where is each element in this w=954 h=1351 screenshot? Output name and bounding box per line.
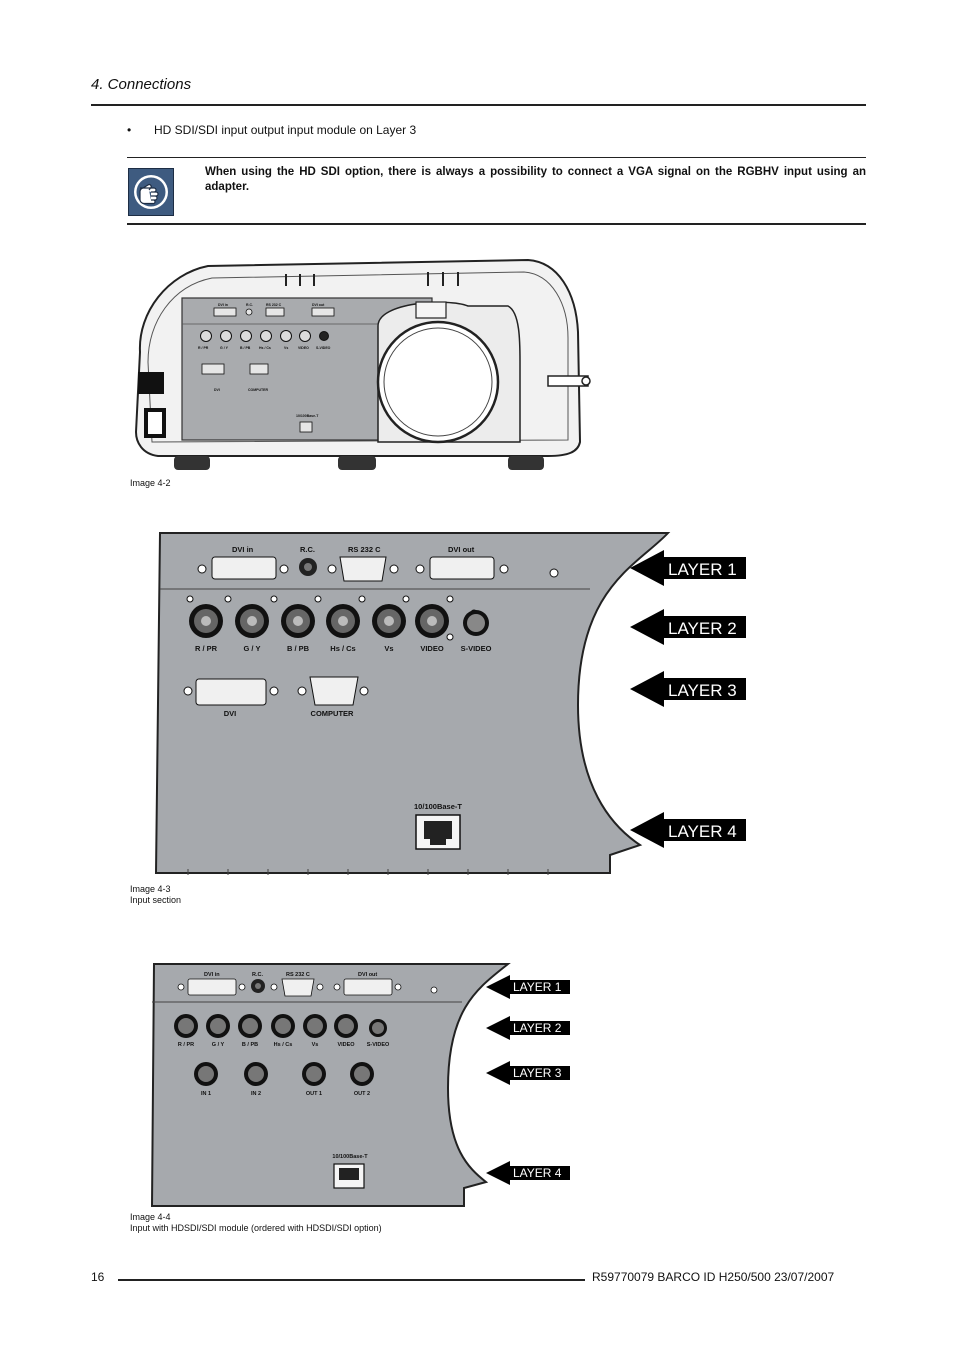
img4-layer-1-label: LAYER 1 bbox=[513, 980, 562, 994]
svideo-port bbox=[463, 610, 489, 636]
img4-video-label: VIDEO bbox=[337, 1042, 355, 1048]
image-4-2-caption: Image 4-2 bbox=[130, 478, 171, 488]
layer-2-arrow: LAYER 2 bbox=[630, 609, 746, 645]
img3-dvi-out-label: DVI out bbox=[448, 545, 475, 554]
img4-layer-2-label: LAYER 2 bbox=[513, 1021, 562, 1035]
image-4-3-number: Image 4-3 bbox=[130, 884, 171, 894]
image-4-4-caption: Image 4-4 Input with HDSDI/SDI module (o… bbox=[130, 1212, 382, 1234]
page-number: 16 bbox=[91, 1270, 105, 1284]
img2-bpb-label: B / PB bbox=[240, 346, 251, 350]
img2-rpr-label: R / PR bbox=[198, 346, 209, 350]
chapter-title: 4. Connections bbox=[91, 76, 192, 93]
image-4-4-number: Image 4-4 bbox=[130, 1212, 171, 1222]
img4-vs-label: Vs bbox=[312, 1042, 319, 1048]
img3-vs-label: Vs bbox=[384, 644, 393, 653]
img3-rpr-label: R / PR bbox=[195, 644, 218, 653]
img4-bpb-label: B / PB bbox=[242, 1042, 258, 1048]
img2-hscs-label: Hs / Cs bbox=[259, 346, 271, 350]
img4-layer-3-arrow: LAYER 3 bbox=[486, 1061, 570, 1085]
img4-out2-label: OUT 2 bbox=[354, 1091, 370, 1097]
image-4-4-title: Input with HDSDI/SDI module (ordered wit… bbox=[130, 1223, 382, 1233]
bnc-vs bbox=[372, 604, 406, 638]
image-4-3-caption: Image 4-3 Input section bbox=[130, 884, 181, 906]
note-rule-bottom bbox=[127, 223, 866, 225]
img4-in2-label: IN 2 bbox=[251, 1091, 261, 1097]
header-rule bbox=[91, 104, 866, 106]
img4-network-label: 10/100Base-T bbox=[332, 1154, 368, 1160]
img2-rs232-label: RS 232 C bbox=[266, 303, 282, 307]
img2-computer-label: COMPUTER bbox=[248, 388, 269, 392]
img4-layer-3-label: LAYER 3 bbox=[513, 1066, 562, 1080]
img4-layer-2-arrow: LAYER 2 bbox=[486, 1016, 570, 1040]
img3-layer-2-label: LAYER 2 bbox=[668, 619, 737, 638]
img2-video-label: VIDEO bbox=[298, 346, 309, 350]
document-reference: R59770079 BARCO ID H250/500 23/07/2007 bbox=[592, 1270, 835, 1284]
img3-rc-label: R.C. bbox=[300, 545, 315, 554]
img3-network-label: 10/100Base-T bbox=[414, 802, 462, 811]
img3-svideo-label: S-VIDEO bbox=[461, 644, 492, 653]
img4-rpr-label: R / PR bbox=[178, 1042, 194, 1048]
img3-hscs-label: Hs / Cs bbox=[330, 644, 355, 653]
note-text: When using the HD SDI option, there is a… bbox=[205, 166, 866, 193]
bullet-marker: • bbox=[127, 123, 132, 137]
img2-gy-label: G / Y bbox=[220, 346, 229, 350]
img3-layer-3-label: LAYER 3 bbox=[668, 681, 737, 700]
bnc-video bbox=[415, 604, 449, 638]
bullet-text: HD SDI/SDI input output input module on … bbox=[154, 123, 417, 137]
img2-rc-label: R.C. bbox=[246, 303, 253, 307]
projector-illustration: DVI in R.C. RS 232 C DVI out R / PR G / … bbox=[134, 258, 591, 470]
img3-dvi-label: DVI bbox=[224, 709, 237, 718]
img4-dvi-in-label: DVI in bbox=[204, 972, 220, 978]
note-rule-top bbox=[127, 157, 866, 158]
bnc-rpr bbox=[189, 604, 223, 638]
img3-computer-label: COMPUTER bbox=[311, 709, 355, 718]
img3-dvi-in-label: DVI in bbox=[232, 545, 254, 554]
input-section-diagram: DVI in R.C. RS 232 C DVI out R / PR G / … bbox=[154, 532, 746, 875]
img4-out1-label: OUT 1 bbox=[306, 1091, 322, 1097]
img3-gy-label: G / Y bbox=[244, 644, 261, 653]
img3-rs232-label: RS 232 C bbox=[348, 545, 381, 554]
img4-layer-1-arrow: LAYER 1 bbox=[486, 975, 570, 999]
bnc-hscs bbox=[326, 604, 360, 638]
img3-video-label: VIDEO bbox=[420, 644, 444, 653]
img2-dvi-in-label: DVI in bbox=[218, 303, 228, 307]
pointing-hand-icon bbox=[128, 168, 174, 216]
img4-rs232-label: RS 232 C bbox=[286, 972, 310, 978]
img4-in1-label: IN 1 bbox=[201, 1091, 211, 1097]
bnc-bpb bbox=[281, 604, 315, 638]
img3-layer-1-label: LAYER 1 bbox=[668, 560, 737, 579]
footer-rule bbox=[118, 1279, 585, 1281]
img4-layer-4-label: LAYER 4 bbox=[513, 1166, 562, 1180]
img4-layer-4-arrow: LAYER 4 bbox=[486, 1161, 570, 1185]
layer-3-arrow: LAYER 3 bbox=[630, 671, 746, 707]
layer-1-arrow: LAYER 1 bbox=[630, 550, 746, 586]
img2-dvi-out-label: DVI out bbox=[312, 303, 325, 307]
img2-network-label: 10/100Base-T bbox=[296, 414, 319, 418]
img4-rc-label: R.C. bbox=[252, 972, 263, 978]
img4-svideo-label: S-VIDEO bbox=[367, 1042, 390, 1048]
img4-dvi-out-label: DVI out bbox=[358, 972, 377, 978]
layer-4-arrow: LAYER 4 bbox=[630, 812, 746, 848]
img4-hscs-label: Hs / Cs bbox=[274, 1042, 293, 1048]
img3-layer-4-label: LAYER 4 bbox=[668, 822, 737, 841]
img2-svideo-label: S-VIDEO bbox=[316, 346, 331, 350]
img2-vs-label: Vs bbox=[284, 346, 288, 350]
img3-bpb-label: B / PB bbox=[287, 644, 310, 653]
hdsdi-input-diagram: DVI in R.C. RS 232 C DVI out R / PR G / … bbox=[150, 963, 570, 1207]
bnc-gy bbox=[235, 604, 269, 638]
img2-dvi-label: DVI bbox=[214, 388, 220, 392]
img4-gy-label: G / Y bbox=[212, 1042, 225, 1048]
image-4-3-title: Input section bbox=[130, 895, 182, 905]
